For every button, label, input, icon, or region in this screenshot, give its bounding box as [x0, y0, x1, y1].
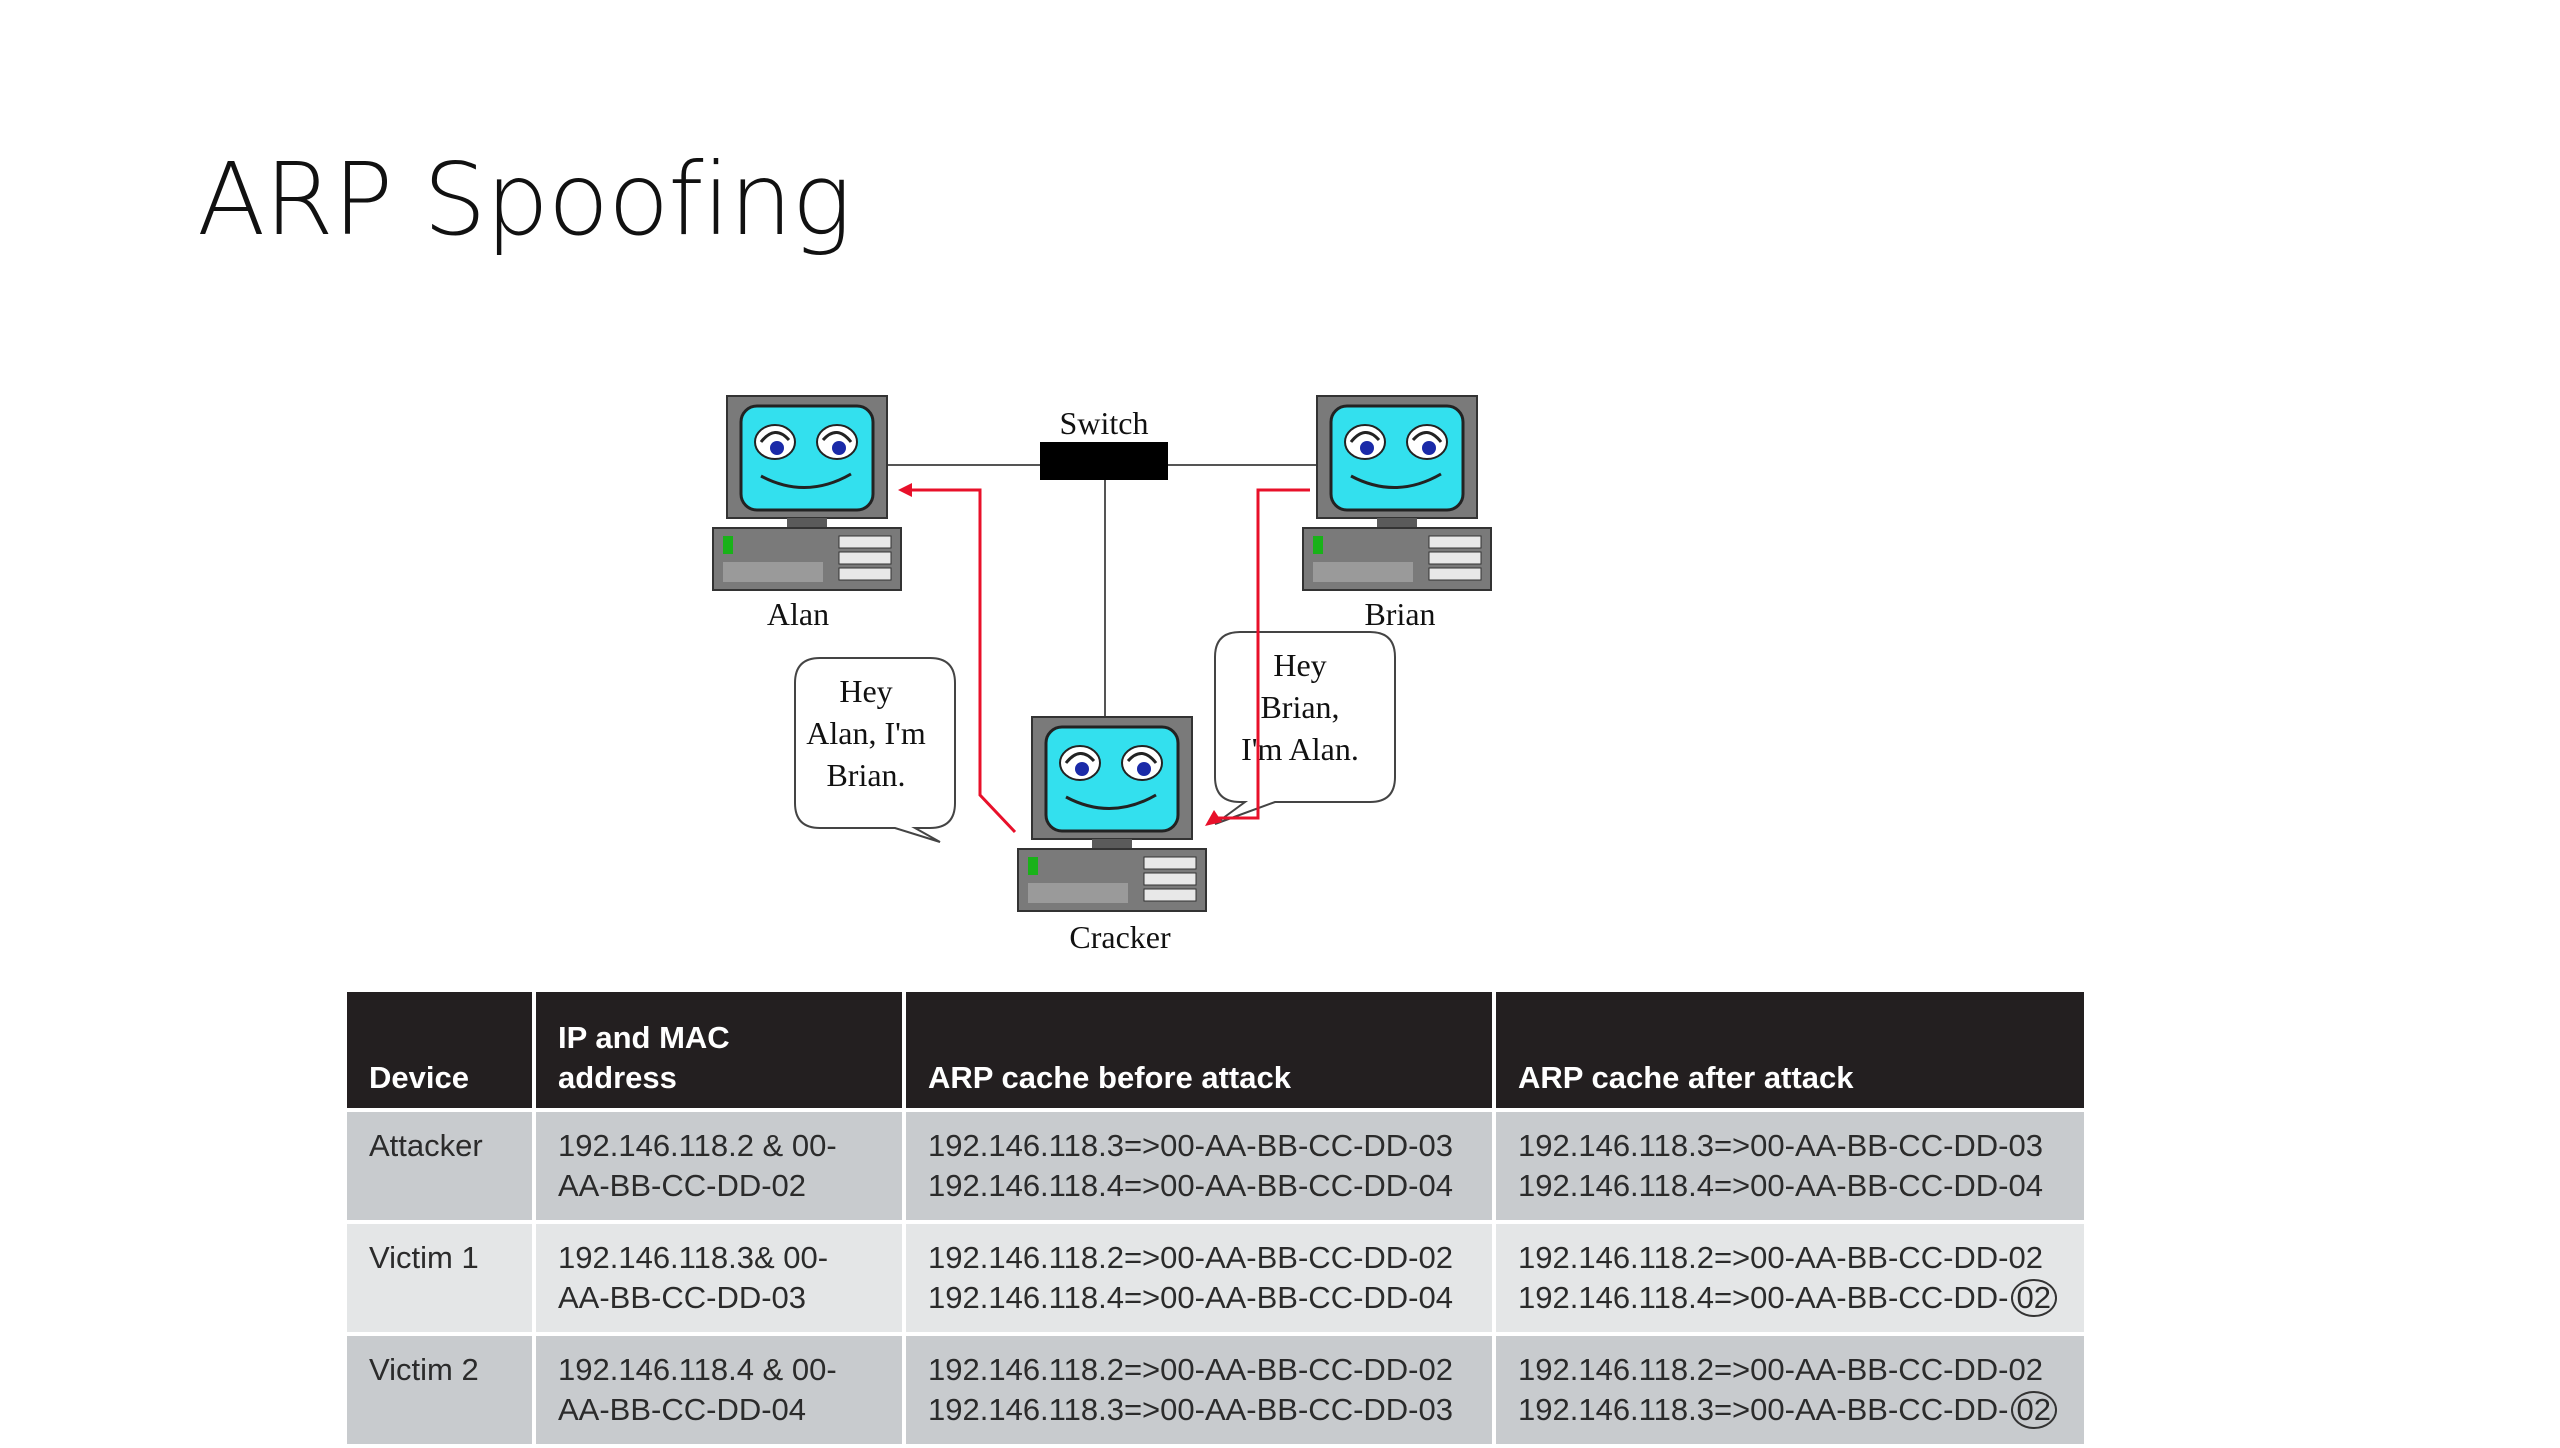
left-bubble-line-3: Brian. [826, 757, 905, 793]
cracker-computer-icon [1016, 715, 1208, 913]
left-bubble-line-1: Hey [839, 673, 892, 709]
right-speech-bubble [1214, 631, 1396, 825]
device-cell: Victim 2 [347, 1336, 532, 1444]
spoof-arrow-to-alan-head [898, 483, 912, 497]
address-cell: 192.146.118.3& 00-AA-BB-CC-DD-03 [536, 1224, 902, 1332]
slide-title: ARP Spoofing [197, 141, 852, 258]
left-speech-bubble [794, 657, 956, 843]
alan-label: Alan [767, 596, 829, 632]
left-bubble-line-2: Alan, I'm [806, 715, 926, 751]
device-cell: Victim 1 [347, 1224, 532, 1332]
alan-computer-icon [711, 394, 903, 592]
switch-device [1040, 442, 1168, 480]
header-arp-after: ARP cache after attack [1496, 992, 2084, 1108]
spoof-arrow-to-brian [1215, 488, 1310, 820]
right-bubble-line-3: I'm Alan. [1241, 731, 1359, 767]
spoof-arrow-to-brian-head [1205, 810, 1222, 826]
device-cell: Attacker [347, 1112, 532, 1220]
table-row: Victim 2 192.146.118.4 & 00-AA-BB-CC-DD-… [347, 1336, 2084, 1444]
spoof-arrow-to-alan [905, 488, 1017, 834]
address-cell: 192.146.118.4 & 00-AA-BB-CC-DD-04 [536, 1336, 902, 1444]
header-arp-before: ARP cache before attack [906, 992, 1492, 1108]
brian-computer-icon [1301, 394, 1493, 592]
table-row: Victim 1 192.146.118.3& 00-AA-BB-CC-DD-0… [347, 1224, 2084, 1332]
right-bubble-line-1: Hey [1273, 647, 1326, 683]
spoofed-mac-highlight: 02 [2010, 1391, 2057, 1429]
cracker-label: Cracker [1069, 919, 1171, 955]
address-cell: 192.146.118.2 & 00-AA-BB-CC-DD-02 [536, 1112, 902, 1220]
switch-label: Switch [1060, 405, 1149, 441]
right-bubble-line-2: Brian, [1260, 689, 1339, 725]
brian-label: Brian [1364, 596, 1435, 632]
spoofed-mac-highlight: 02 [2010, 1279, 2057, 1317]
table-row: Attacker 192.146.118.2 & 00-AA-BB-CC-DD-… [347, 1112, 2084, 1220]
header-device: Device [347, 992, 532, 1108]
